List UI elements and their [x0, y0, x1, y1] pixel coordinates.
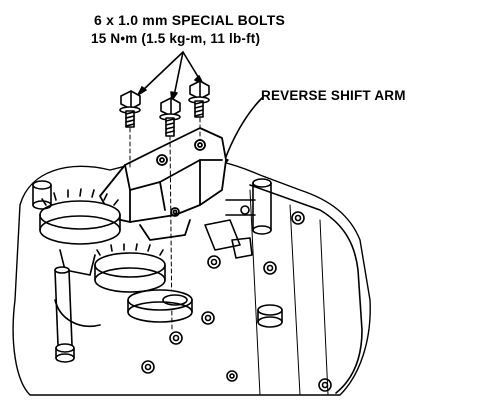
bolt-torque-spec: 15 N•m (1.5 kg-m, 11 lb-ft): [91, 31, 261, 46]
reverse-shift-arm-bracket: [99, 127, 227, 241]
special-bolt-icon: [188, 80, 210, 118]
shift-rod: [32, 180, 75, 363]
special-bolt-icon: [119, 90, 141, 128]
bolt-spec-title: 6 x 1.0 mm SPECIAL BOLTS: [94, 12, 286, 28]
transmission-case: [12, 155, 371, 396]
gear-assembly: [39, 188, 193, 327]
special-bolt-icon: [159, 97, 181, 137]
selector-linkage: [204, 178, 272, 259]
reverse-shift-arm-label: REVERSE SHIFT ARM: [261, 88, 406, 103]
reverse-arm-leader: [220, 97, 263, 169]
case-boss: [257, 304, 283, 328]
